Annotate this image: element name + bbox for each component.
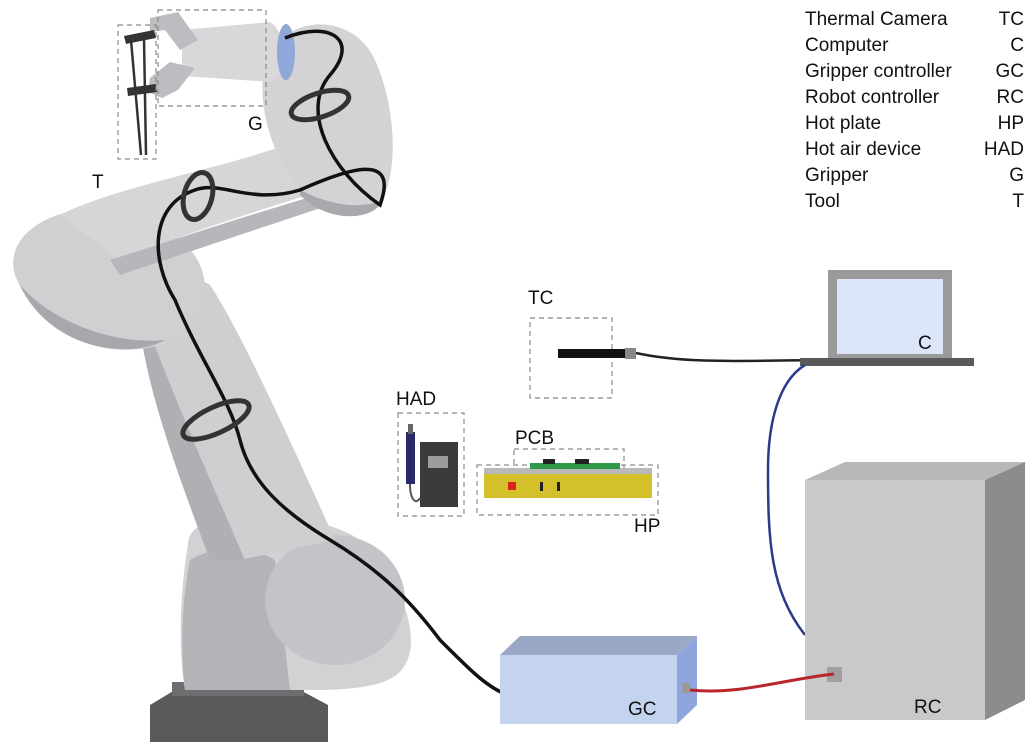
legend-name-3: Robot controller xyxy=(805,87,940,108)
legend-name-4: Hot plate xyxy=(805,113,881,134)
computer-label: C xyxy=(918,333,932,354)
legend-abbr-2: GC xyxy=(996,61,1025,82)
laptop-base xyxy=(800,358,974,366)
robot-shoulder-shade xyxy=(20,285,165,350)
robot-controller: RC xyxy=(805,462,1025,720)
hot-plate-indicator-1 xyxy=(540,482,543,491)
gripper-box xyxy=(157,9,267,107)
tool-label: T xyxy=(92,172,104,193)
legend-name-2: Gripper controller xyxy=(805,61,952,82)
robot-controller-label: RC xyxy=(914,697,941,718)
pcb-component-2 xyxy=(575,459,589,464)
robot-cable xyxy=(156,29,504,695)
gripper-controller-label: GC xyxy=(628,699,657,720)
tool-box xyxy=(117,24,157,160)
robot-controller-side xyxy=(985,462,1025,720)
hot-plate-indicator-2 xyxy=(557,482,560,491)
robot-flange xyxy=(182,22,284,82)
legend-abbr-5: HAD xyxy=(984,139,1024,160)
pcb-label: PCB xyxy=(515,428,554,449)
hot-air-gun-nozzle xyxy=(408,424,413,434)
tool-tweezers xyxy=(129,37,148,156)
laptop-screen xyxy=(837,279,943,354)
gripper-label: G xyxy=(248,114,263,135)
robot-upper-link-shade xyxy=(110,190,345,275)
computer: C xyxy=(800,270,974,366)
hot-air-display xyxy=(428,456,448,468)
tool-handle-bottom xyxy=(127,84,157,96)
legend-abbr-6: G xyxy=(1009,165,1024,186)
hot-air-gun xyxy=(406,432,415,484)
hot-air-device-box xyxy=(397,412,465,517)
legend-abbr-4: HP xyxy=(998,113,1024,134)
robot-controller-front xyxy=(805,480,985,720)
hot-plate-top xyxy=(484,468,652,474)
gripper-controller: GC xyxy=(500,636,697,724)
gripper-controller-side xyxy=(677,636,697,724)
legend-name-5: Hot air device xyxy=(805,139,921,160)
robot-flange-ring xyxy=(277,24,295,80)
thermal-camera-connector xyxy=(625,348,636,359)
tool-handle-top xyxy=(124,30,156,44)
thermal-camera-label: TC xyxy=(528,288,553,309)
gripper-controller-front xyxy=(500,655,677,724)
cable-strap-upper xyxy=(180,170,216,222)
legend-abbr-0: TC xyxy=(999,9,1024,30)
hot-air-hose xyxy=(409,483,421,503)
legend: Thermal Camera Computer Gripper controll… xyxy=(805,9,1024,212)
robot-base-shading xyxy=(182,548,290,690)
gripper-finger-top xyxy=(150,12,198,50)
legend-abbr-7: T xyxy=(1012,191,1024,212)
gripper-controller-top xyxy=(500,636,697,655)
legend-name-6: Gripper xyxy=(805,165,869,186)
legend-name-1: Computer xyxy=(805,35,889,56)
legend-abbr-3: RC xyxy=(997,87,1024,108)
robot-upper-link xyxy=(60,138,343,260)
legend-abbr-1: C xyxy=(1010,35,1024,56)
cable-strap-wrist xyxy=(288,87,352,123)
hot-plate-label: HP xyxy=(634,516,660,537)
legend-name-7: Tool xyxy=(805,191,840,212)
robot-base-joint xyxy=(265,535,405,665)
robot-controller-top xyxy=(805,462,1025,480)
legend-name-0: Thermal Camera xyxy=(805,9,948,30)
cable-strap-lower xyxy=(180,398,252,442)
hot-air-device-label: HAD xyxy=(396,389,436,410)
robot-wrist-shade xyxy=(300,190,382,217)
robot-base-plate xyxy=(150,690,328,742)
gripper-controller-port xyxy=(682,683,690,693)
thermal-camera: TC xyxy=(528,288,831,399)
computer-rc-cable xyxy=(766,363,806,636)
hot-plate: PCB HP xyxy=(476,428,660,537)
thermal-camera-body xyxy=(558,349,626,358)
pcb-board xyxy=(530,463,620,469)
robot-controller-port xyxy=(827,667,842,682)
pcb-component-1 xyxy=(543,459,555,464)
hot-air-station-body xyxy=(420,442,458,507)
gc-rc-cable xyxy=(689,672,835,693)
hot-air-device: HAD xyxy=(396,389,465,517)
gripper-finger-bottom xyxy=(148,62,195,98)
robot-wrist xyxy=(262,24,393,216)
hot-plate-button xyxy=(508,482,516,490)
